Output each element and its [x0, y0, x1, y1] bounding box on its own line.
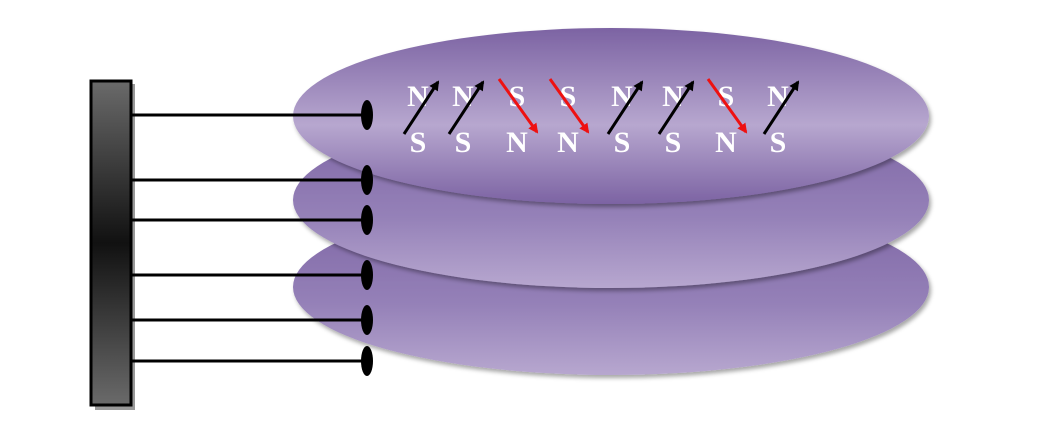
head-arms — [131, 100, 373, 376]
domain-bottom-pole-label: S — [455, 126, 472, 159]
domain-top-pole-label: S — [560, 80, 577, 113]
domain-bottom-pole-label: N — [715, 126, 737, 159]
domain-bottom-pole-label: S — [614, 126, 631, 159]
read-write-head-icon — [361, 346, 373, 376]
spindle-bar-lower — [91, 243, 131, 405]
magnetization-arrow-icon — [606, 80, 644, 135]
domain-bottom-pole-label: S — [410, 126, 427, 159]
magnetization-arrow-icon — [402, 80, 440, 135]
magnetization-arrow-icon — [497, 78, 539, 134]
domain-bottom-pole-label: S — [665, 126, 682, 159]
spindle-bar-outline — [89, 79, 133, 407]
domain-top-pole-label: N — [407, 80, 429, 113]
domain-bottom-pole-label: N — [506, 126, 528, 159]
domain-top-pole-label: S — [718, 80, 735, 113]
domain-bottom-pole-label: S — [770, 126, 787, 159]
domain-bottom-pole-label: N — [557, 126, 579, 159]
domain-top-pole-label: N — [767, 80, 789, 113]
magnetization-arrow-icon — [657, 80, 695, 135]
magnetization-arrow-icon — [762, 80, 800, 135]
domain-top-pole-label: N — [662, 80, 684, 113]
domain-top-pole-label: S — [509, 80, 526, 113]
domain-top-pole-label: N — [452, 80, 474, 113]
read-write-head-icon — [361, 165, 373, 195]
actuator-spindle — [89, 79, 135, 410]
spindle-bar-upper — [91, 81, 131, 243]
read-write-head-icon — [361, 260, 373, 290]
read-write-head-icon — [361, 305, 373, 335]
read-write-head-icon — [361, 100, 373, 130]
magnetization-arrow-icon — [548, 78, 590, 134]
magnetization-arrow-icon — [447, 80, 485, 135]
domain-top-pole-label: N — [611, 80, 633, 113]
read-write-head-icon — [361, 205, 373, 235]
magnetization-arrow-icon — [706, 78, 748, 134]
platter-top — [293, 28, 929, 204]
platter-stack — [293, 28, 929, 375]
